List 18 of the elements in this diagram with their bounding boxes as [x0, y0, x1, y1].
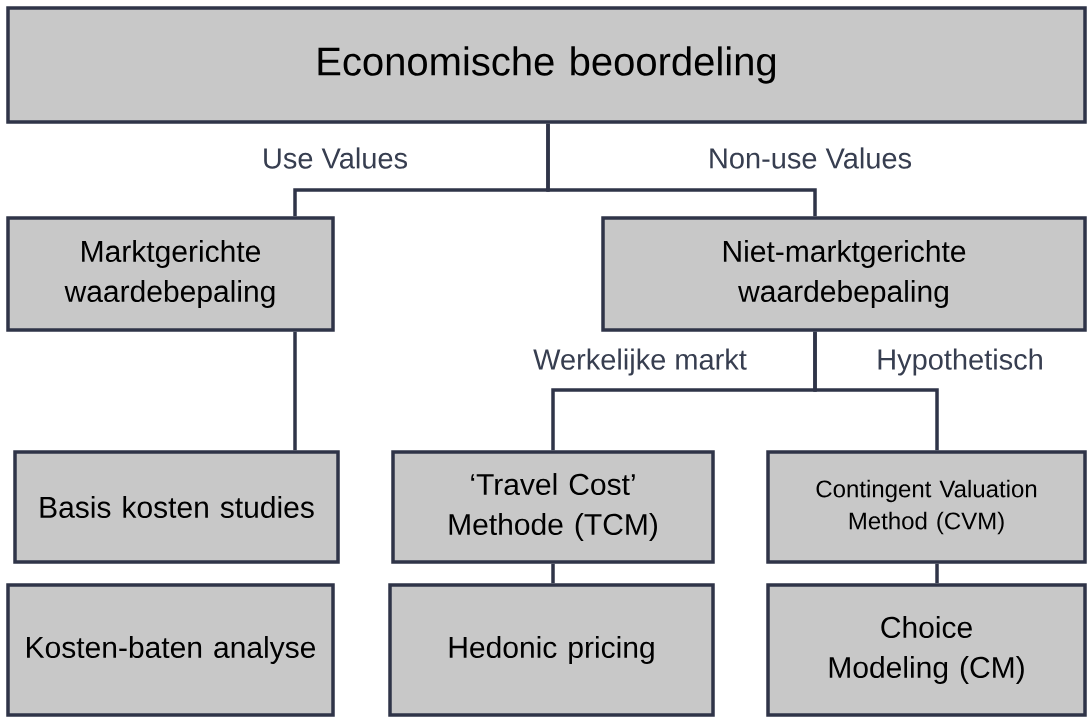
connector-line [546, 123, 817, 217]
edge-label: Werkelijke markt [532, 347, 748, 377]
connector-line [935, 563, 939, 584]
method-box: Basis kosten studies [13, 450, 340, 564]
method-box: Niet-marktgerichte waardebepaling [601, 216, 1087, 332]
connector-line [551, 563, 555, 584]
connector-line [293, 331, 297, 451]
method-box: Contingent Valuation Method (CVM) [766, 450, 1087, 564]
method-box: Economische beoordeling [6, 6, 1087, 124]
edge-label: Hypothetisch [875, 347, 1045, 377]
method-box: Hedonic pricing [388, 583, 715, 717]
method-box: ‘Travel Cost’ Methode (TCM) [391, 450, 715, 564]
method-box: Kosten-baten analyse [6, 583, 335, 717]
edge-label: Use Values [260, 146, 410, 170]
method-box: Marktgerichte waardebepaling [6, 216, 335, 332]
method-box: Choice Modeling (CM) [766, 583, 1087, 717]
connector-line [813, 331, 939, 451]
edge-label: Non-use Values [706, 146, 914, 170]
